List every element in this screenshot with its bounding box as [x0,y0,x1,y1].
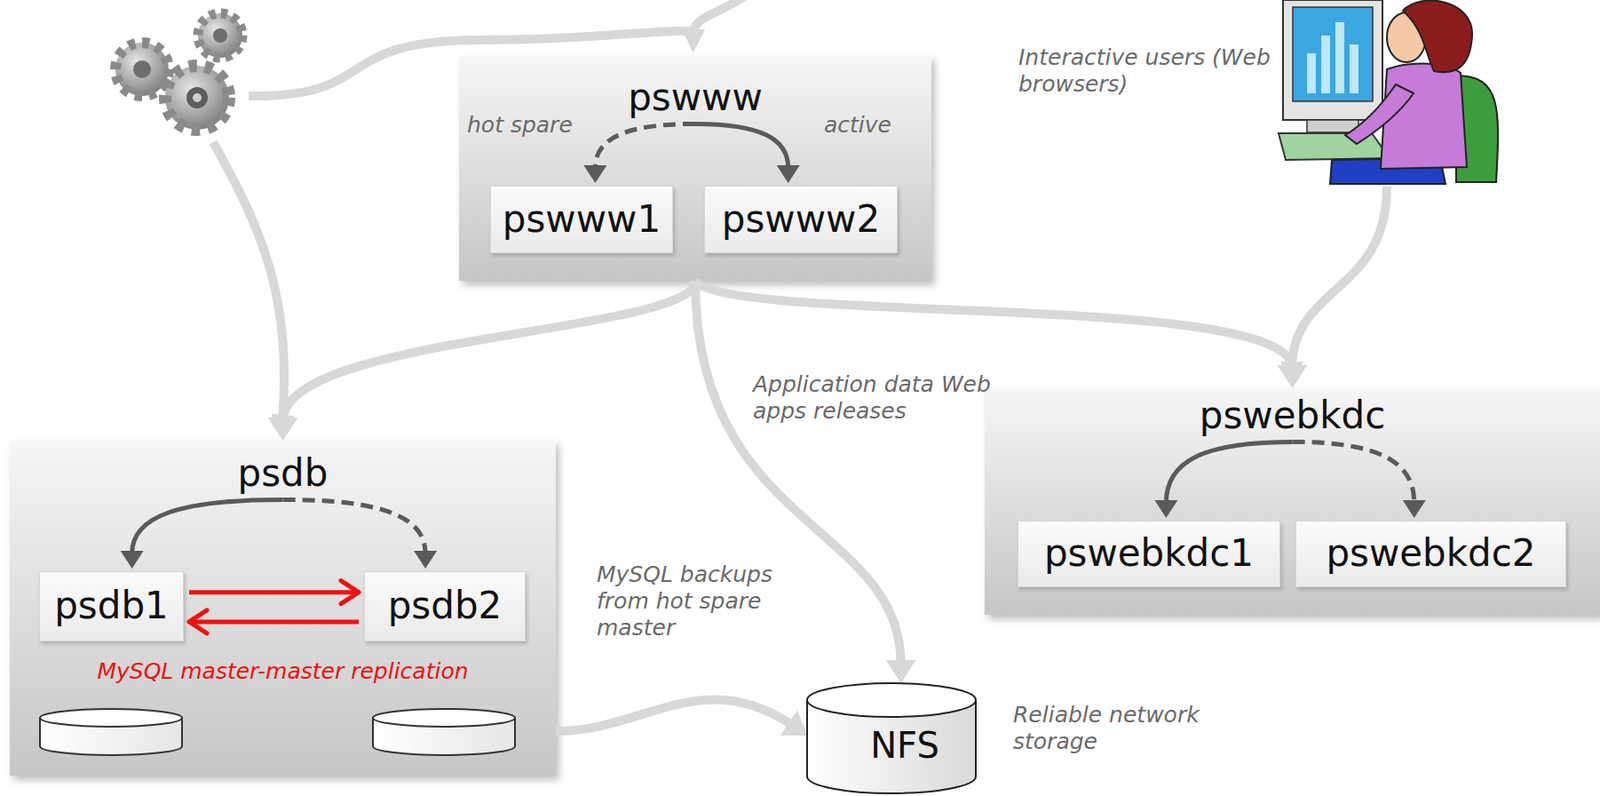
branch-arrow [1154,441,1292,518]
branch-arrow [583,123,696,183]
connector-line [1292,441,1415,503]
edge-label: MySQL backups from hot spare master [596,561,810,642]
server-group: pswebkdc pswebkdc1 pswebkdc2 [984,388,1600,615]
server-box: psdb1 [39,570,184,642]
branch-arrow [695,123,800,183]
connector-line [695,123,789,168]
arrow-head [120,550,144,569]
arrow-head [1277,364,1308,389]
connector-line [132,499,284,554]
group-background [984,388,1600,615]
replication-arrow [189,580,359,604]
edge-label: hot spare [467,111,573,139]
arrow-head [886,659,917,683]
arrow-head [780,709,808,736]
gears-icon [115,13,243,130]
storage-note: Reliable network storage [1013,701,1227,755]
server-box: pswebkdc2 [1295,520,1567,587]
flow-line [1291,186,1387,366]
server-name: pswebkdc2 [1325,530,1536,576]
arrow-head [413,550,437,569]
branch-arrow [1292,441,1426,518]
actor-label: Interactive users (Web browsers) [1018,44,1272,98]
group-title: pswww [627,75,763,120]
server-name: psdb2 [388,583,503,628]
server-box: psdb2 [364,570,526,642]
data-flow-arrow [695,280,917,683]
branch-arrow [120,499,284,569]
connector-line [695,280,1293,369]
arrow-head [583,165,607,183]
server-box: pswww2 [704,185,898,254]
arrow-head [340,580,359,604]
data-flow-arrow [695,280,1308,389]
edge-label: active [823,111,892,139]
replication-label: MySQL master-master replication [9,657,556,685]
connector-line [1165,441,1292,503]
disk-icon [39,708,183,755]
group-title: psdb [237,451,329,496]
arrow-head [776,165,800,183]
connector-line [555,698,793,731]
connector-line [189,589,357,595]
server-group: pswww pswww1 pswww2 [459,55,932,281]
server-name: pswww2 [721,197,880,242]
arrow-head [1154,499,1178,518]
user-icon [1278,0,1498,184]
storage-cylinder: NFS [806,681,1004,794]
flow-line [213,142,285,420]
connector-line [283,280,697,421]
storage-name: NFS [806,724,1004,766]
group-background [459,55,932,281]
arrow-head [189,609,207,634]
data-flow-arrow [555,698,808,736]
server-name: pswebkdc1 [1044,530,1254,576]
data-flow-arrow [268,280,697,441]
branch-arrow [283,499,438,569]
arrow-head [1402,499,1426,518]
server-name: pswww1 [502,197,661,242]
group-background [9,440,556,776]
server-box: pswebkdc1 [1017,520,1281,587]
connector-line [283,499,427,554]
group-title: pswebkdc [1199,393,1386,438]
server-group: psdb psdb1 psdb2 [9,440,556,776]
arrow-head [268,417,299,441]
server-name: psdb1 [54,583,169,628]
cylinder-top [807,682,976,717]
edge-label: Application data Web apps releases [752,371,1011,425]
connector-line [695,280,902,664]
connector-line [594,123,696,168]
flow-line [693,0,746,34]
flow-line [248,31,694,96]
replication-arrow [189,609,359,634]
server-box: pswww1 [490,185,674,254]
disk-icon [372,708,515,755]
connector-line [190,618,359,624]
cylinder-outline [806,681,977,794]
cylinder-body [807,699,976,793]
